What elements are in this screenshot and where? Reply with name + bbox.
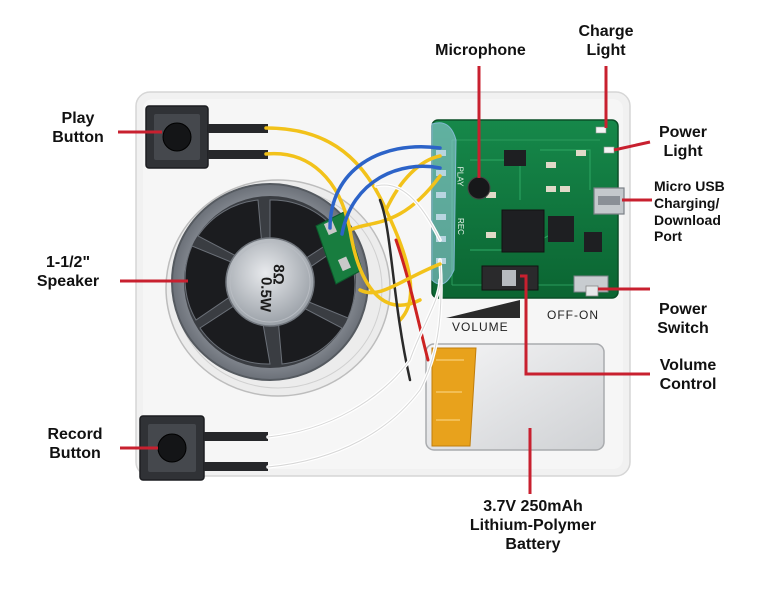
- label-record-button: Record Button: [32, 425, 118, 463]
- label-battery-line2: Lithium-Polymer: [469, 517, 597, 535]
- label-power-switch-line2: Switch: [657, 320, 709, 338]
- label-micro-usb-line2: Charging/: [654, 194, 720, 211]
- microphone-capsule: [467, 176, 491, 200]
- label-record-button-line2: Button: [49, 445, 101, 463]
- enclosure-print-volume: VOLUME: [452, 320, 509, 334]
- label-speaker-line2: Speaker: [36, 273, 100, 291]
- pcb-print-play: PLAY: [455, 166, 465, 187]
- label-battery-line1: 3.7V 250mAh: [483, 498, 583, 515]
- label-microphone-text: Microphone: [435, 42, 526, 59]
- pcb-print-rec: REC: [455, 218, 465, 235]
- charge-led: [595, 126, 607, 134]
- label-volume-control-line2: Control: [659, 376, 717, 394]
- label-power-light: Power Light: [650, 123, 716, 161]
- label-micro-usb-port: Micro USB Charging/ Download Port: [654, 178, 764, 245]
- label-micro-usb-line3: Download: [654, 211, 721, 228]
- battery-pack: [425, 343, 605, 451]
- leader-volume: [520, 274, 650, 376]
- label-power-light-line1: Power: [658, 124, 707, 141]
- record-button: [139, 415, 268, 481]
- label-battery-line3: Battery: [505, 536, 561, 554]
- label-volume-control-line1: Volume: [659, 357, 717, 374]
- enclosure-print-off-on: OFF-ON: [547, 308, 599, 322]
- label-volume-control: Volume Control: [652, 356, 724, 394]
- pcb: [431, 119, 625, 299]
- label-play-button-line1: Play: [61, 110, 95, 127]
- label-power-light-line2: Light: [663, 143, 703, 161]
- label-speaker-line1: 1-1/2": [45, 254, 91, 271]
- leader-lines: [118, 66, 652, 494]
- label-microphone: Microphone: [418, 41, 543, 60]
- leader-power-light: [613, 140, 651, 152]
- label-power-switch: Power Switch: [650, 300, 716, 338]
- power-led: [603, 146, 615, 154]
- label-battery: 3.7V 250mAh Lithium-Polymer Battery: [458, 497, 608, 555]
- speaker-print-watt: 0.5W: [256, 276, 275, 313]
- label-record-button-line1: Record: [47, 426, 103, 443]
- label-play-button: Play Button: [40, 109, 116, 147]
- play-button: [145, 105, 268, 169]
- label-speaker: 1-1/2" Speaker: [18, 253, 118, 291]
- label-charge-light-line2: Light: [586, 42, 626, 60]
- label-charge-light-line1: Charge: [578, 23, 634, 40]
- label-power-switch-line1: Power: [658, 301, 707, 318]
- label-play-button-line2: Button: [52, 129, 104, 147]
- volume-ramp: [446, 300, 520, 318]
- label-micro-usb-line1: Micro USB: [654, 178, 725, 194]
- label-charge-light: Charge Light: [566, 22, 646, 60]
- label-micro-usb-line4: Port: [654, 228, 682, 245]
- wiring: [264, 126, 443, 469]
